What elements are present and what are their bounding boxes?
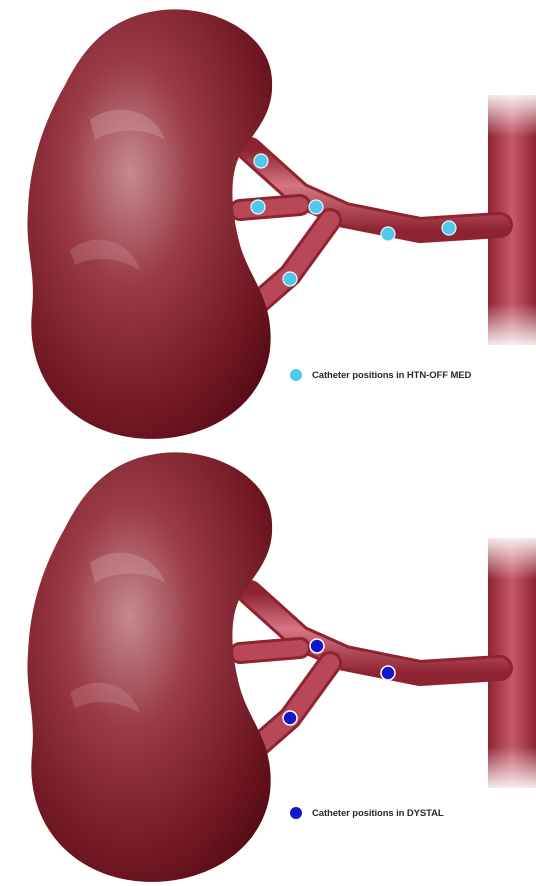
legend-marker-icon: [290, 369, 302, 381]
legend-marker-icon: [290, 807, 302, 819]
catheter-marker: [254, 154, 268, 168]
renal-artery-branches: [240, 593, 500, 753]
legend-htn: Catheter positions in HTN-OFF MED: [290, 369, 471, 381]
catheter-marker: [283, 711, 297, 725]
legend-label: Catheter positions in DYSTAL: [312, 808, 444, 819]
catheter-marker: [309, 200, 323, 214]
catheter-marker: [283, 272, 297, 286]
kidney: [27, 9, 272, 439]
htn-off-med-panel: Catheter positions in HTN-OFF MED: [0, 0, 536, 443]
kidney: [27, 452, 272, 882]
catheter-marker: [310, 639, 324, 653]
legend-dystal: Catheter positions in DYSTAL: [290, 807, 444, 819]
legend-label: Catheter positions in HTN-OFF MED: [312, 370, 471, 381]
catheter-marker: [381, 227, 395, 241]
catheter-marker: [251, 200, 265, 214]
kidney-diagram-bottom: [0, 443, 536, 886]
catheter-marker: [442, 221, 456, 235]
catheter-marker: [381, 666, 395, 680]
dystal-panel: Catheter positions in DYSTAL: [0, 443, 536, 886]
renal-artery-branches: [240, 150, 500, 310]
